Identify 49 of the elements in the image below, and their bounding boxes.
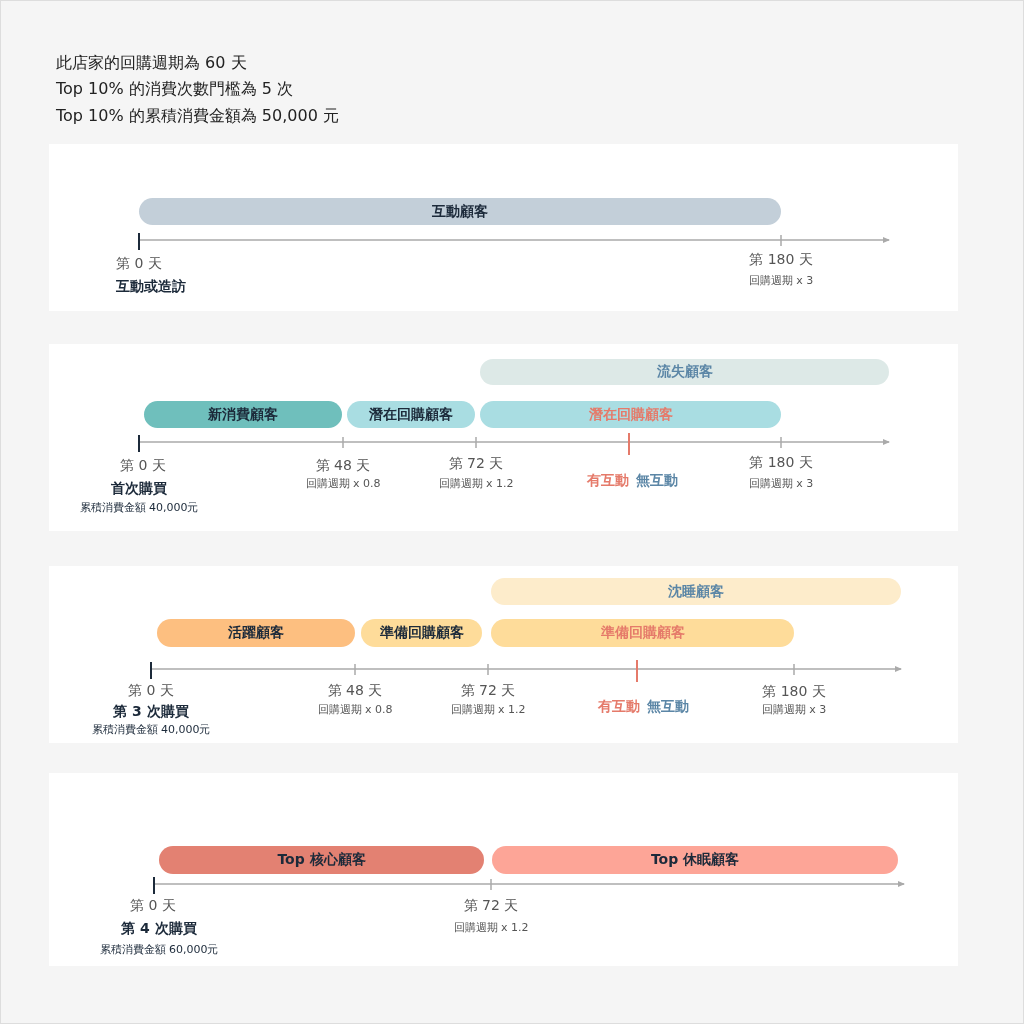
timeline-panel xyxy=(49,344,958,531)
interaction-label: 有互動 xyxy=(587,472,629,490)
event-label: 互動或造訪 xyxy=(116,278,186,296)
day-label: 第 180 天 xyxy=(749,251,813,269)
day-label: 第 180 天 xyxy=(762,683,826,701)
day-label: 第 0 天 xyxy=(130,897,176,915)
timeline-panel xyxy=(49,773,958,966)
segment-bar: 流失顧客 xyxy=(480,359,889,385)
cycle-label: 回購週期 x 3 xyxy=(748,475,814,491)
cycle-label: 回購週期 x 0.8 xyxy=(305,475,381,491)
segment-bar: 活躍顧客 xyxy=(157,619,355,647)
cycle-label: 回購週期 x 1.2 xyxy=(438,475,514,491)
segment-bar: Top 休眠顧客 xyxy=(492,846,898,874)
day-label: 第 0 天 xyxy=(120,457,166,475)
day-label: 第 180 天 xyxy=(749,454,813,472)
day-label: 第 72 天 xyxy=(460,682,516,700)
cycle-label: 回購週期 x 3 xyxy=(761,701,827,717)
segment-bar: 新消費顧客 xyxy=(144,401,342,428)
event-label: 第 3 次購買 xyxy=(113,703,189,721)
amount-label: 累積消費金額 60,000元 xyxy=(99,941,219,957)
cycle-label: 回購週期 x 3 xyxy=(748,272,814,288)
info-text: Top 10% 的累積消費金額為 50,000 元 xyxy=(56,105,339,127)
cycle-label: 回購週期 x 1.2 xyxy=(450,701,526,717)
info-text: Top 10% 的消費次數門檻為 5 次 xyxy=(56,78,294,100)
segment-bar: Top 核心顧客 xyxy=(159,846,484,874)
day-label: 第 72 天 xyxy=(463,897,519,915)
segment-bar: 準備回購顧客 xyxy=(361,619,482,647)
day-label: 第 0 天 xyxy=(116,255,162,273)
cycle-label: 回購週期 x 0.8 xyxy=(317,701,393,717)
segment-bar: 互動顧客 xyxy=(139,198,781,225)
amount-label: 累積消費金額 40,000元 xyxy=(91,721,211,737)
segment-bar: 準備回購顧客 xyxy=(491,619,794,647)
segment-bar: 沈睡顧客 xyxy=(491,578,901,605)
day-label: 第 48 天 xyxy=(315,457,371,475)
day-label: 第 72 天 xyxy=(448,455,504,473)
no-interaction-label: 無互動 xyxy=(647,698,689,716)
amount-label: 累積消費金額 40,000元 xyxy=(79,499,199,515)
segment-bar: 潛在回購顧客 xyxy=(347,401,475,428)
interaction-label: 有互動 xyxy=(598,698,640,716)
timeline-panel xyxy=(49,144,958,311)
day-label: 第 0 天 xyxy=(128,682,174,700)
day-label: 第 48 天 xyxy=(327,682,383,700)
segment-bar: 潛在回購顧客 xyxy=(480,401,781,428)
event-label: 第 4 次購買 xyxy=(121,920,197,938)
cycle-label: 回購週期 x 1.2 xyxy=(453,919,529,935)
timeline-panel xyxy=(49,566,958,743)
info-text: 此店家的回購週期為 60 天 xyxy=(56,52,247,74)
event-label: 首次購買 xyxy=(111,480,167,498)
no-interaction-label: 無互動 xyxy=(636,472,678,490)
